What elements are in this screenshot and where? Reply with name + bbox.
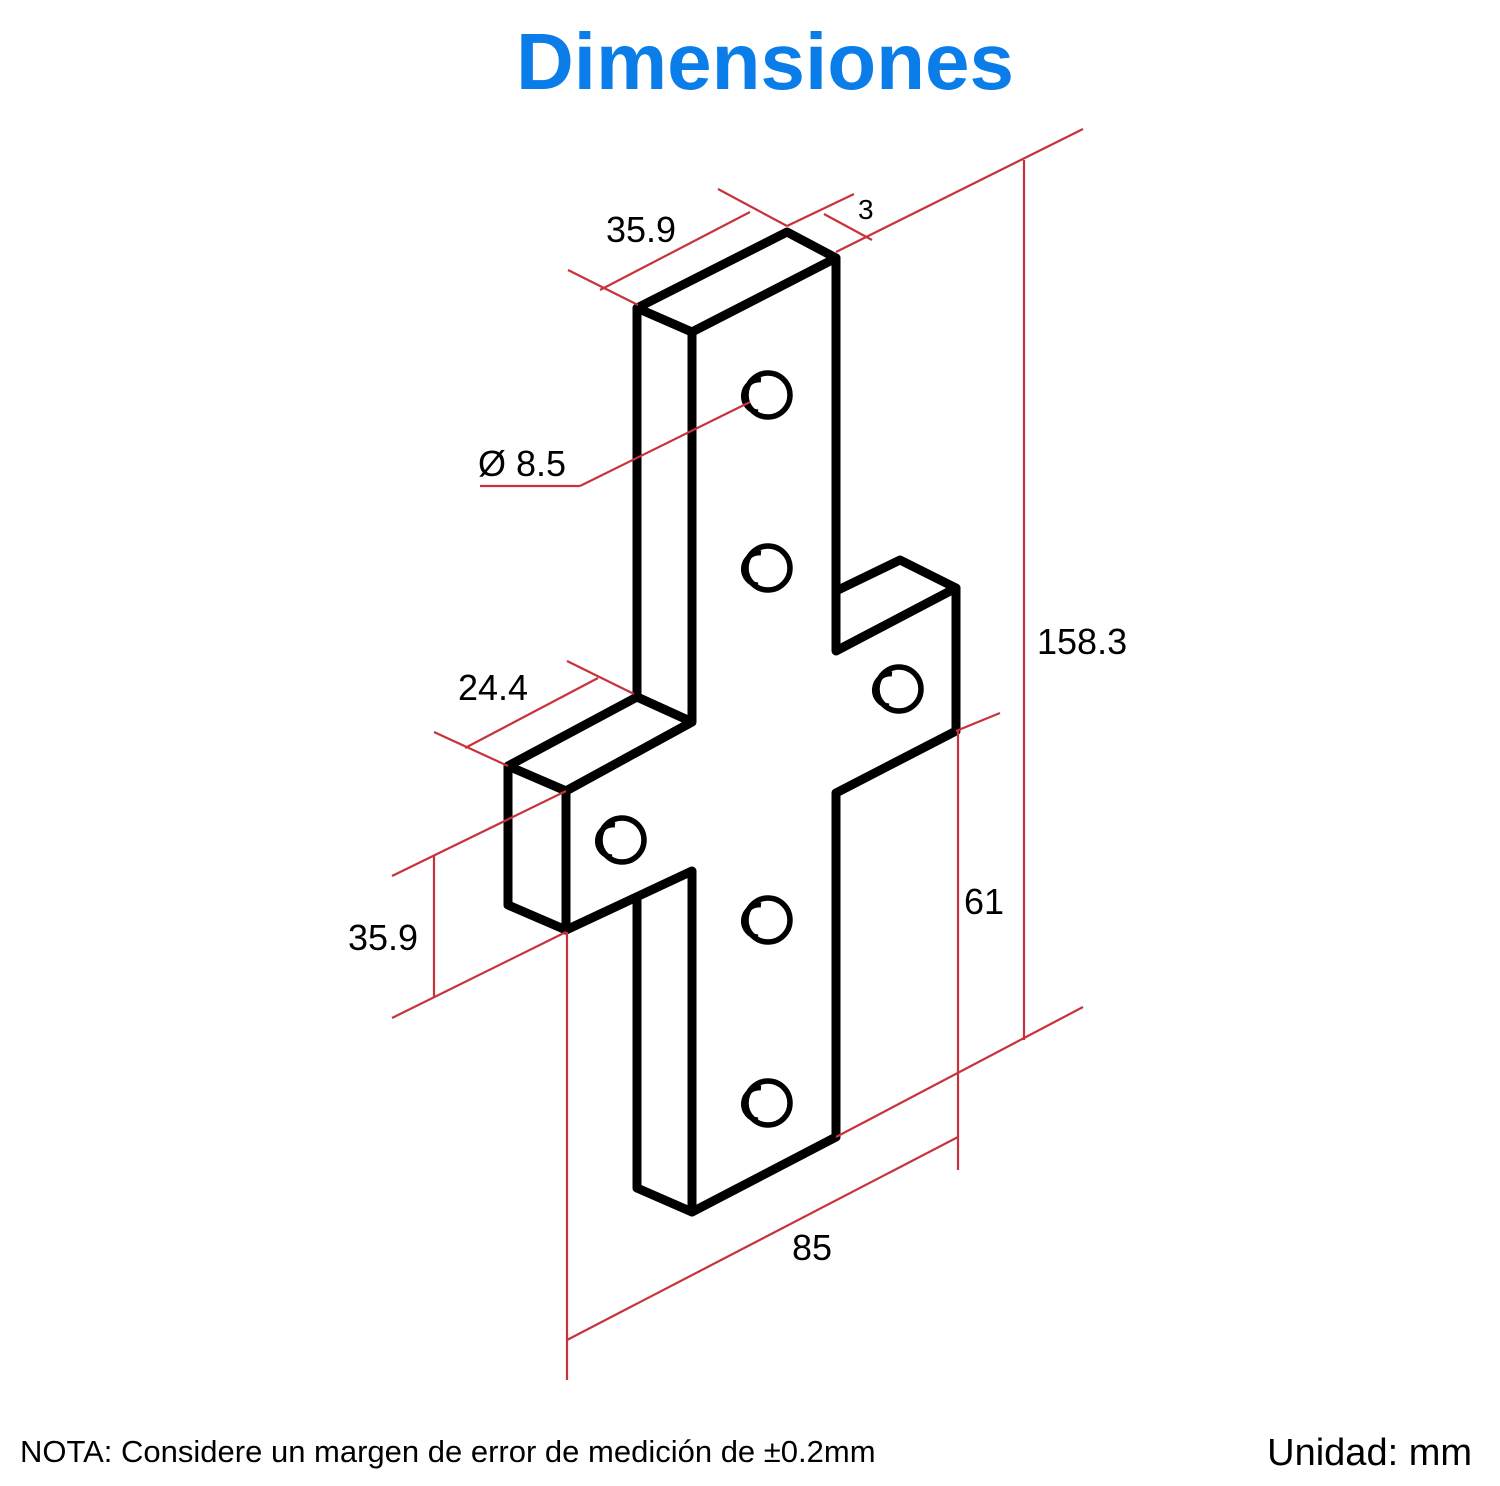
dim-lower-height: 61: [964, 881, 1004, 922]
lower-left-side-face: [632, 866, 697, 1217]
hole-2: [741, 543, 793, 593]
dim-arm-length: 24.4: [458, 667, 528, 708]
cross-plate: [503, 227, 961, 1217]
page-title: Dimensiones: [516, 17, 1014, 106]
dim-hole-diameter: Ø 8.5: [478, 443, 566, 484]
dim-thickness: 3: [858, 194, 874, 225]
hole-6: [741, 1078, 793, 1128]
upper-left-side-face: [632, 303, 697, 727]
dim-arm-width: 35.9: [348, 917, 418, 958]
dim-top-width: 35.9: [606, 209, 676, 250]
hole-1: [741, 370, 793, 420]
dim-total-width: 85: [792, 1227, 832, 1268]
hole-3: [872, 664, 924, 714]
dim-total-height: 158.3: [1037, 621, 1127, 662]
dimension-labels: 35.9 3 Ø 8.5 158.3 24.4 35.9 61 85: [348, 194, 1127, 1268]
dimension-lines: [391, 128, 1084, 1380]
hole-5: [741, 895, 793, 945]
hole-4: [595, 815, 647, 865]
mounting-holes: [595, 370, 924, 1128]
unit-label: Unidad: mm: [1267, 1432, 1472, 1474]
left-arm-end-face: [503, 761, 571, 935]
measurement-note: NOTA: Considere un margen de error de me…: [20, 1434, 876, 1469]
